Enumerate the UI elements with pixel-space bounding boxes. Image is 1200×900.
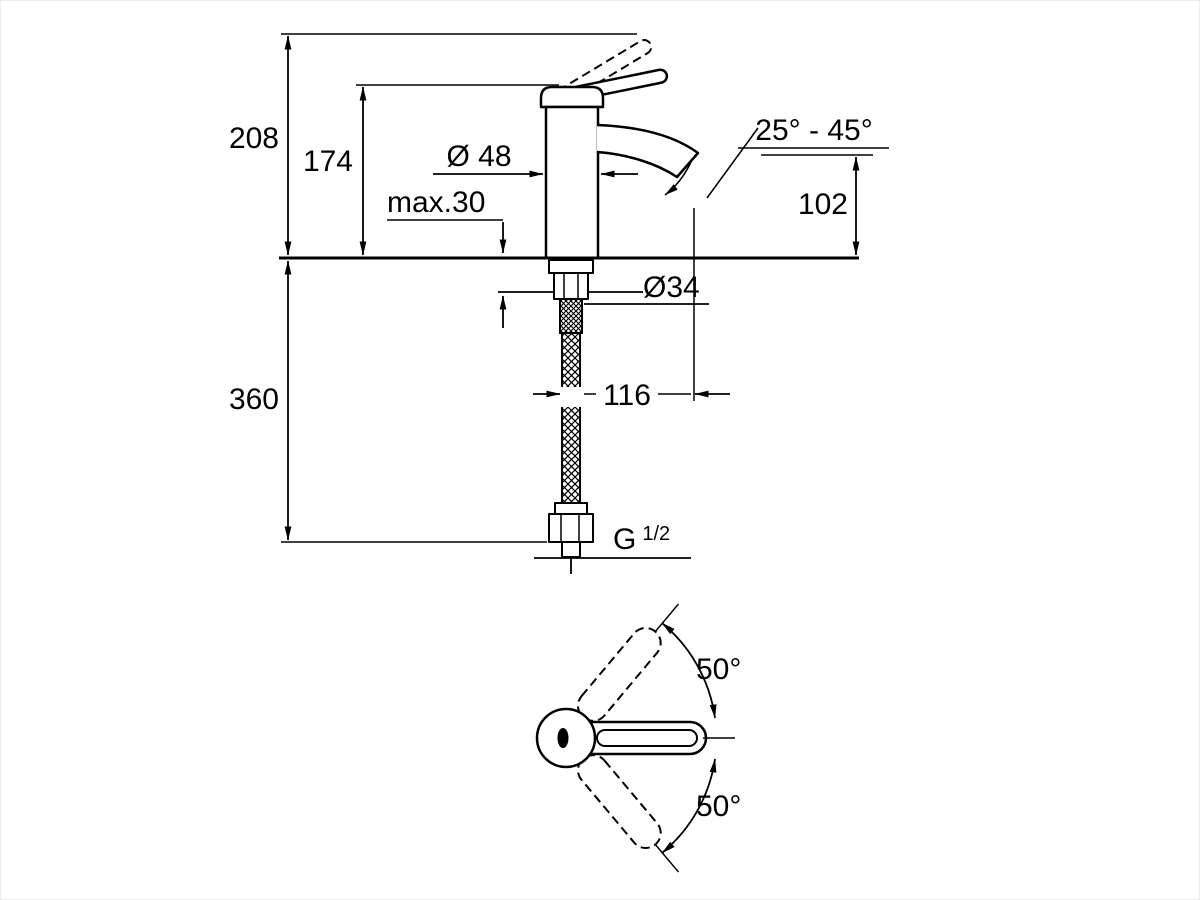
connector-nut — [548, 513, 594, 543]
height-total-label: 208 — [229, 122, 279, 155]
swing-upper-label: 50° — [696, 653, 741, 686]
flexible-hose — [561, 332, 581, 504]
dim-height-total: 208 — [229, 35, 292, 256]
pivot-slot — [557, 728, 569, 748]
thread-size-label: G 1/2 — [613, 523, 670, 556]
spout-angle-label: 25° - 45° — [755, 114, 872, 147]
dim-spout-projection: 116 — [533, 208, 730, 412]
body-diameter-label: Ø 48 — [446, 140, 511, 173]
lever-swing-upper-dashed — [576, 603, 680, 722]
swing-arc-upper — [661, 622, 717, 719]
dim-hole-diameter: Ø34 — [584, 271, 709, 305]
swing-lower-label: 50° — [696, 790, 741, 823]
deck-thickness-label: max.30 — [387, 186, 485, 219]
side-view: 25° - 45° 208 174 Ø 48 max.30 — [229, 33, 889, 574]
lever-top-detail — [596, 729, 698, 747]
dim-hose-length: 360 — [229, 260, 547, 543]
angle-ray — [706, 127, 759, 199]
hose-length-label: 360 — [229, 383, 279, 416]
swing-arc-lower — [661, 758, 717, 854]
dim-spout-angle: 25° - 45° — [706, 114, 889, 199]
hose-break — [556, 387, 586, 407]
thread-prefix: G — [613, 523, 636, 556]
hose-connector — [548, 502, 594, 574]
spout-projection-label: 116 — [603, 379, 651, 412]
dim-spout-height: 102 — [761, 154, 873, 256]
height-body-label: 174 — [303, 145, 353, 178]
dim-deck-thickness: max.30 — [387, 186, 507, 328]
thread-fraction: 1/2 — [642, 523, 670, 545]
lever-swing-lower-dashed — [576, 754, 680, 873]
spout-height-label: 102 — [798, 188, 848, 221]
connector-tube — [561, 541, 581, 558]
mounting-washer — [548, 259, 594, 274]
faucet-body — [544, 105, 600, 260]
dim-thread-size: G 1/2 — [534, 523, 691, 559]
water-flow-arrow-icon — [664, 161, 692, 196]
dim-body-diameter: Ø 48 — [433, 140, 638, 178]
threaded-shank — [559, 298, 583, 334]
cartridge-cap — [539, 85, 605, 109]
top-view: 50° 50° — [535, 603, 741, 873]
connector-ferrule — [554, 502, 588, 515]
dim-height-body: 174 — [303, 86, 367, 256]
mounting-nut — [553, 272, 589, 300]
mounting-assembly — [548, 259, 594, 504]
spout — [596, 123, 700, 179]
hole-diameter-label: Ø34 — [643, 271, 700, 304]
